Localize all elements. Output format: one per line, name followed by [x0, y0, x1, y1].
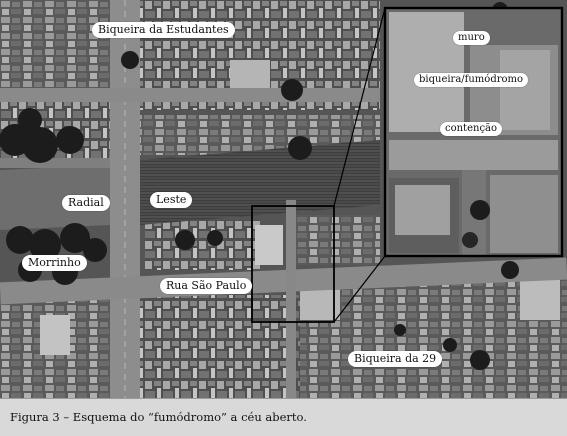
aerial-map: Biqueira da Estudantes Radial Leste Morr…	[0, 0, 567, 398]
label-radial: Radial	[62, 195, 110, 211]
label-morrinho: Morrinho	[22, 255, 87, 271]
figure-caption: Figura 3 – Esquema do “fumódromo” a céu …	[10, 410, 307, 424]
inset-label-muro: muro	[453, 31, 490, 45]
label-rua-sao-paulo: Rua São Paulo	[160, 278, 253, 294]
label-biqueira-estudantes: Biqueira da Estudantes	[92, 22, 235, 38]
inset-label-biqueira-fumodromo: biqueira/fumódromo	[414, 73, 529, 87]
inset-label-contencao: contenção	[440, 122, 503, 136]
aerial-map-image	[0, 0, 567, 398]
caption-bar: Figura 3 – Esquema do “fumódromo” a céu …	[0, 398, 567, 436]
inset-zoom	[383, 6, 564, 258]
label-biqueira-29: Biqueira da 29	[348, 351, 443, 367]
label-leste: Leste	[150, 192, 193, 208]
